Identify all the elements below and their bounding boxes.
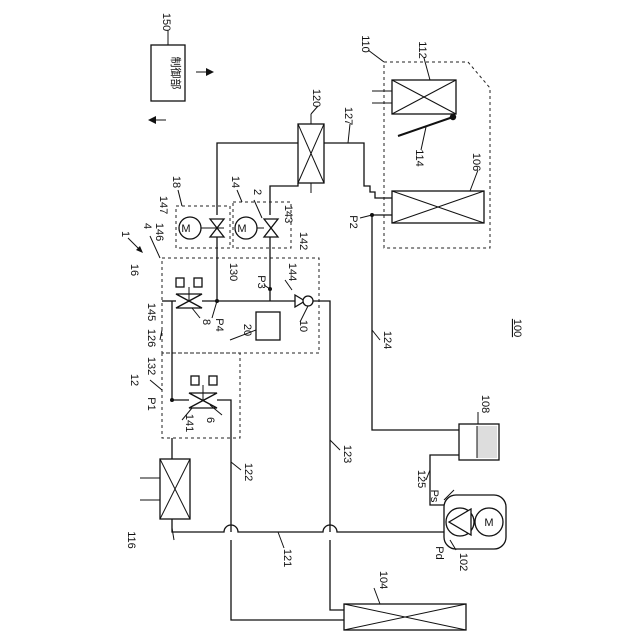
motor-label-3: M: [484, 517, 493, 529]
heat-exchanger-120: [298, 114, 324, 193]
controller-label: 制御部: [169, 57, 183, 90]
pipe-121: [172, 519, 444, 532]
label-108: 108: [479, 395, 491, 413]
pipe-122: [217, 400, 231, 528]
label-Pd: Pd: [433, 546, 445, 559]
label-110: 110: [359, 35, 371, 53]
label-18: 18: [170, 176, 182, 188]
label-16: 16: [128, 264, 140, 276]
label-122: 122: [242, 463, 254, 481]
label-104: 104: [377, 571, 389, 589]
label-1: 1: [119, 231, 131, 237]
pipe-132: [172, 301, 189, 400]
motor-label-2: M: [237, 223, 246, 235]
heat-exchanger-112: [372, 80, 456, 114]
label-106: 106: [470, 153, 482, 171]
pipe-124: [372, 215, 459, 430]
label-102: 102: [457, 553, 469, 571]
arrow-right-head: [206, 68, 214, 76]
label-14: 14: [229, 176, 241, 188]
label-143: 143: [282, 205, 294, 223]
heat-exchanger-106: [392, 191, 484, 223]
check-valve-10: [295, 295, 313, 307]
label-P4: P4: [213, 318, 225, 331]
label-P1: P1: [145, 397, 157, 410]
label-146: 146: [153, 223, 165, 241]
label-6: 6: [204, 417, 216, 423]
accumulator-108: [459, 424, 499, 460]
junction-p1: [170, 398, 174, 402]
label-132: 132: [145, 357, 157, 375]
sensor-20: [256, 312, 280, 340]
leader-lines: [150, 30, 478, 604]
controller-150: 制御部: [148, 45, 214, 124]
valve-8: [176, 278, 202, 308]
compressor-102: [444, 495, 506, 549]
label-125: 125: [415, 470, 427, 488]
label-124: 124: [381, 331, 393, 349]
label-114: 114: [413, 149, 425, 167]
label-144: 144: [286, 263, 298, 281]
label-142: 142: [297, 232, 309, 250]
pipe-123-to-104: [330, 540, 344, 610]
label-121: 121: [281, 549, 293, 567]
label-4: 4: [141, 223, 153, 229]
damper-114: [398, 114, 456, 136]
pipe-127: [324, 143, 392, 198]
label-141: 141: [183, 414, 195, 432]
label-Ps: Ps: [428, 490, 440, 503]
label-P2: P2: [347, 215, 359, 228]
label-8: 8: [200, 319, 212, 325]
label-12: 12: [128, 374, 140, 386]
label-126: 126: [145, 329, 157, 347]
valve-6: [189, 376, 217, 408]
label-P3: P3: [255, 275, 267, 288]
label-116: 116: [125, 531, 137, 549]
label-145: 145: [145, 303, 157, 321]
label-123: 123: [341, 445, 353, 463]
label-147: 147: [157, 196, 169, 214]
label-150: 150: [160, 13, 172, 31]
motor-label-1: M: [181, 223, 190, 235]
label-10: 10: [297, 320, 309, 332]
heat-exchanger-116: [140, 459, 190, 519]
label-20: 20: [241, 324, 253, 336]
heat-exchanger-104: [344, 604, 466, 630]
label-127: 127: [342, 107, 354, 125]
arrow-left-head: [148, 116, 156, 124]
label-130: 130: [227, 263, 239, 281]
label-112: 112: [416, 41, 428, 59]
label-2: 2: [251, 189, 263, 195]
pipe-123: [313, 301, 330, 528]
label-100: 100: [511, 319, 523, 337]
label-120: 120: [310, 89, 322, 107]
